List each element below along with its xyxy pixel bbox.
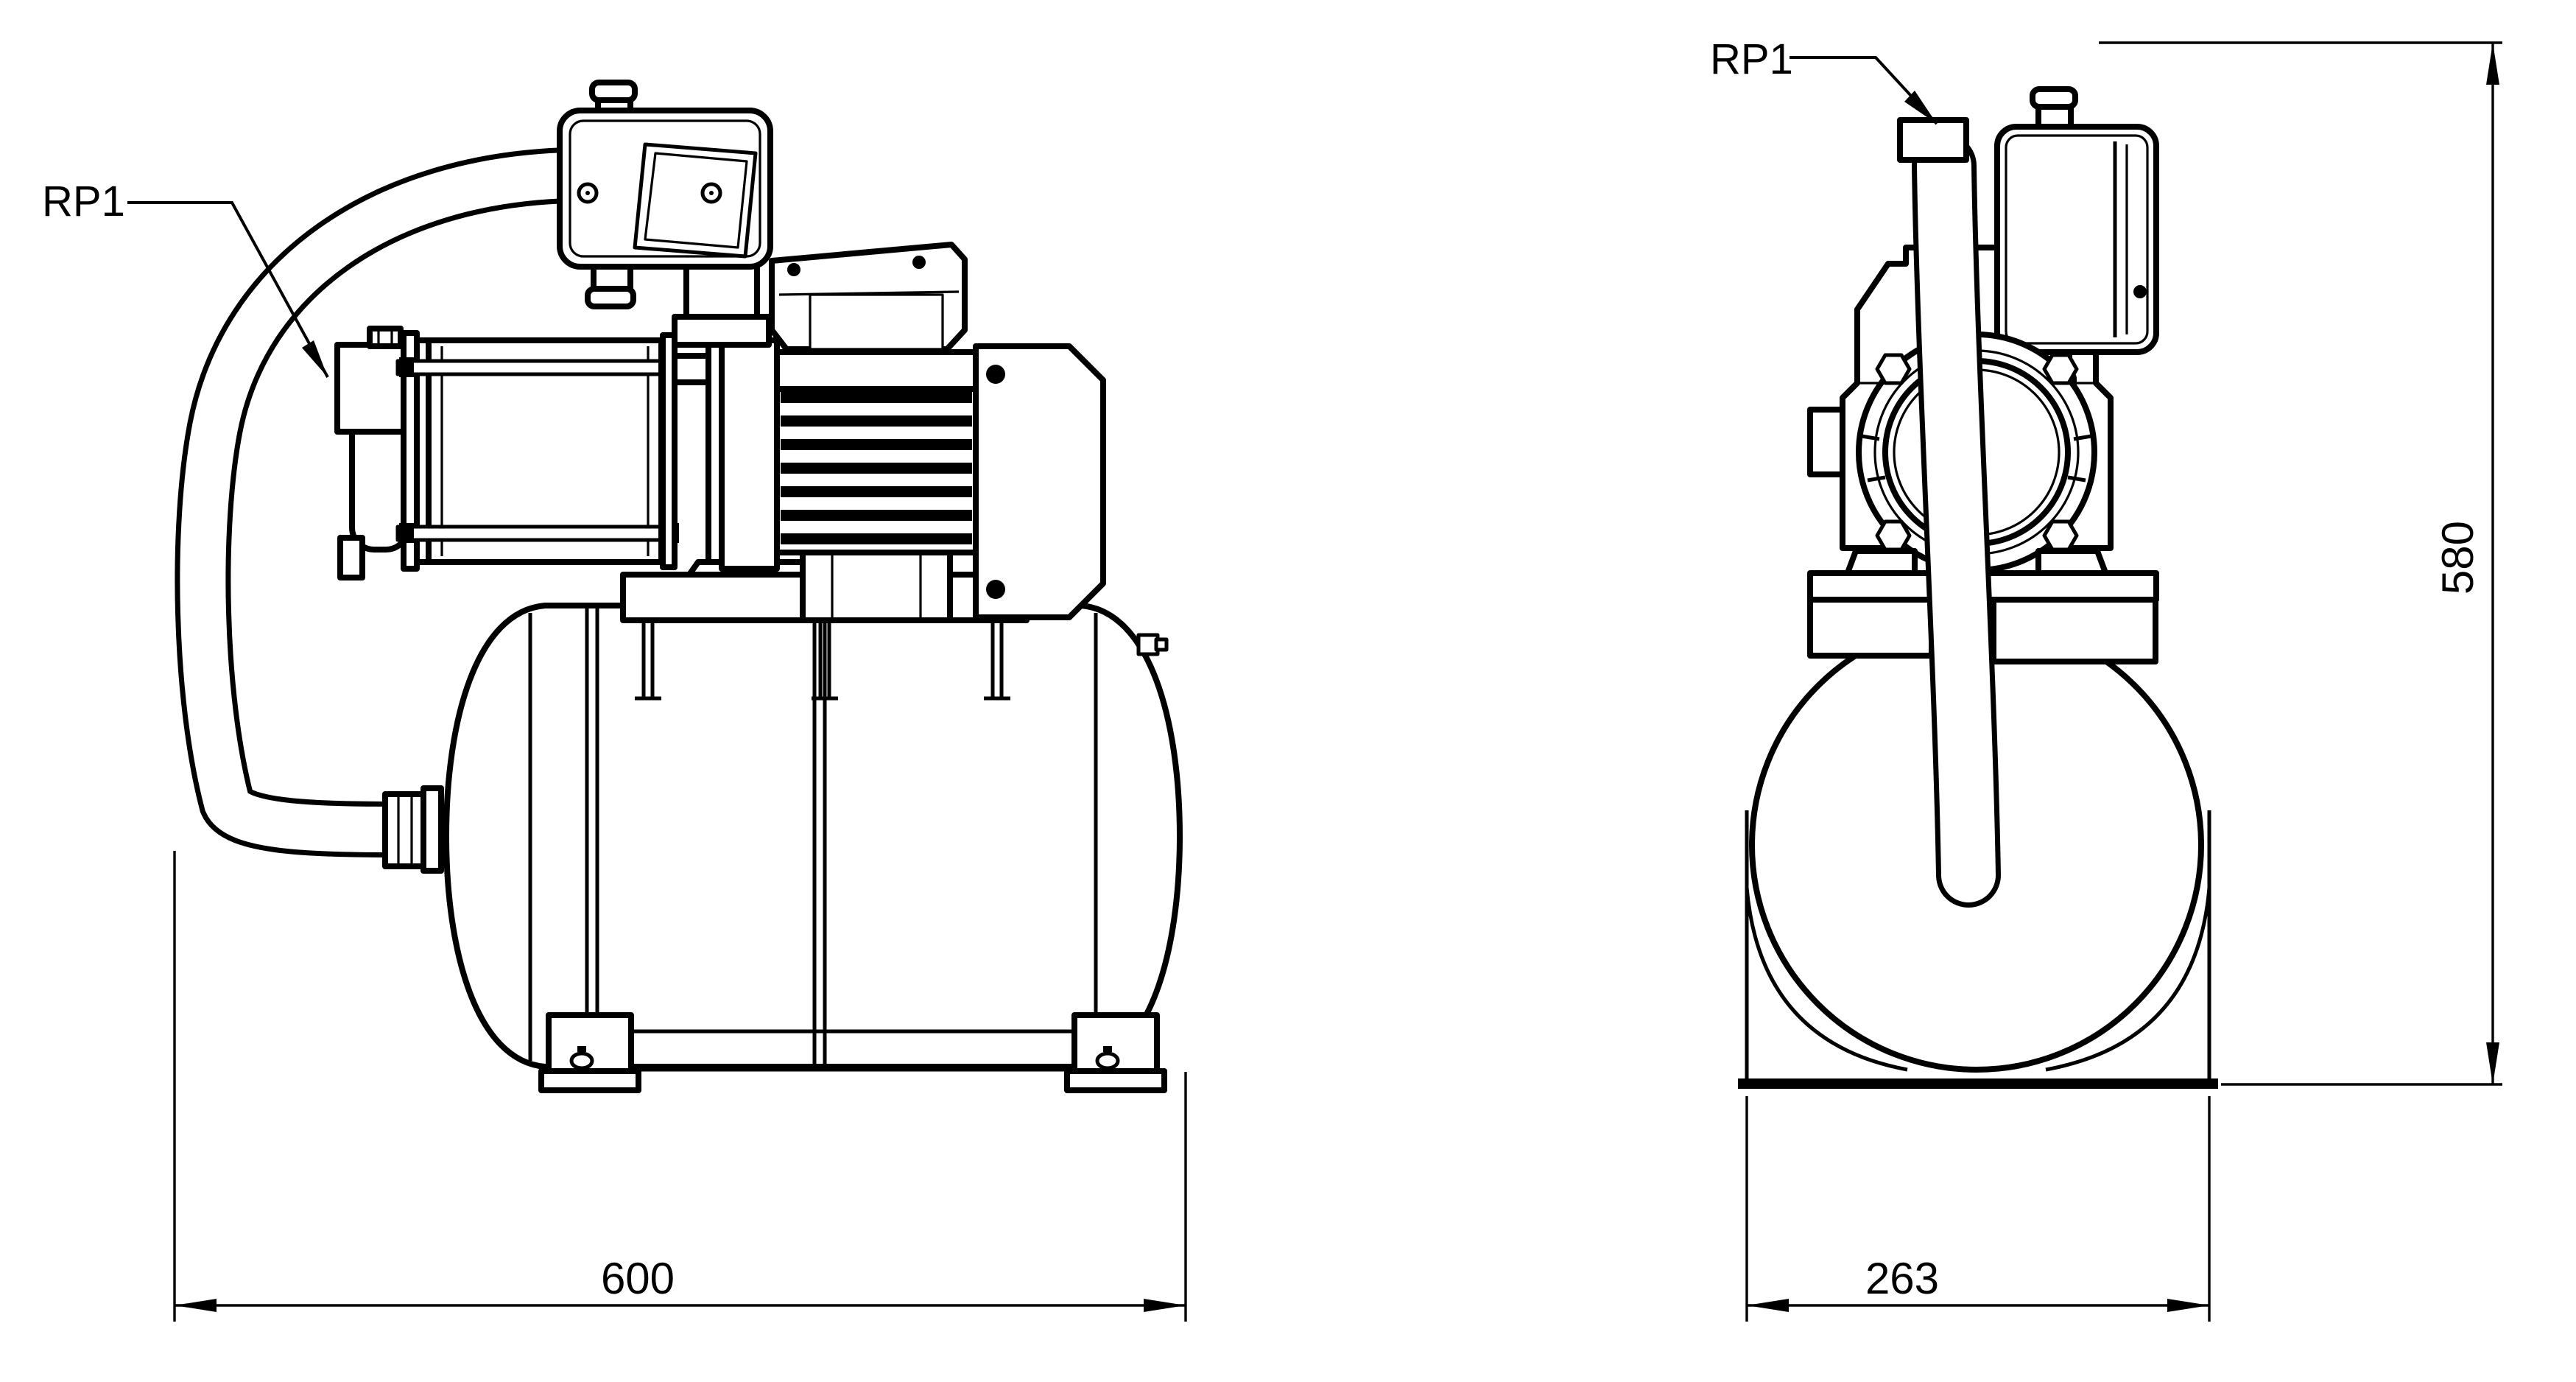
base-plate-front [1738,1078,2218,1089]
part-leader-front: RP1 [1710,35,1938,125]
part-leader-side: RP1 [42,178,329,378]
dimension-height-front: 580 [2099,41,2502,1086]
tank-stand-front [1745,810,2211,1080]
front-height-dimension: 580 [2433,521,2482,594]
tank-stand-fillets [1738,887,2218,1089]
air-valve-side [1136,633,1169,656]
pressure-tank-side [443,603,1183,1070]
tank-inlet-fitting [382,785,444,874]
front-width-dimension: 263 [1865,1254,1939,1303]
side-width-dimension: 600 [601,1254,675,1303]
tank-feet-side [538,1012,1167,1093]
front-part-label: RP1 [1710,35,1793,83]
hose-front [1912,133,2001,908]
motor-side [719,337,1106,623]
side-part-label: RP1 [42,178,125,225]
motor-fins [781,392,972,544]
dimension-width-front: 263 [1745,1096,2211,1322]
side-view: RP1 600 [42,80,1187,1322]
rp1-port-block [1897,117,1969,163]
pressure-switch-side [557,80,773,348]
multistage-pump-side [334,326,816,580]
hose-side [175,147,570,857]
flange-bolts [1861,353,2092,552]
front-view: RP1 263 580 [1710,35,2502,1322]
terminal-box-side [769,242,968,352]
dimension-width-side: 600 [173,851,1187,1322]
